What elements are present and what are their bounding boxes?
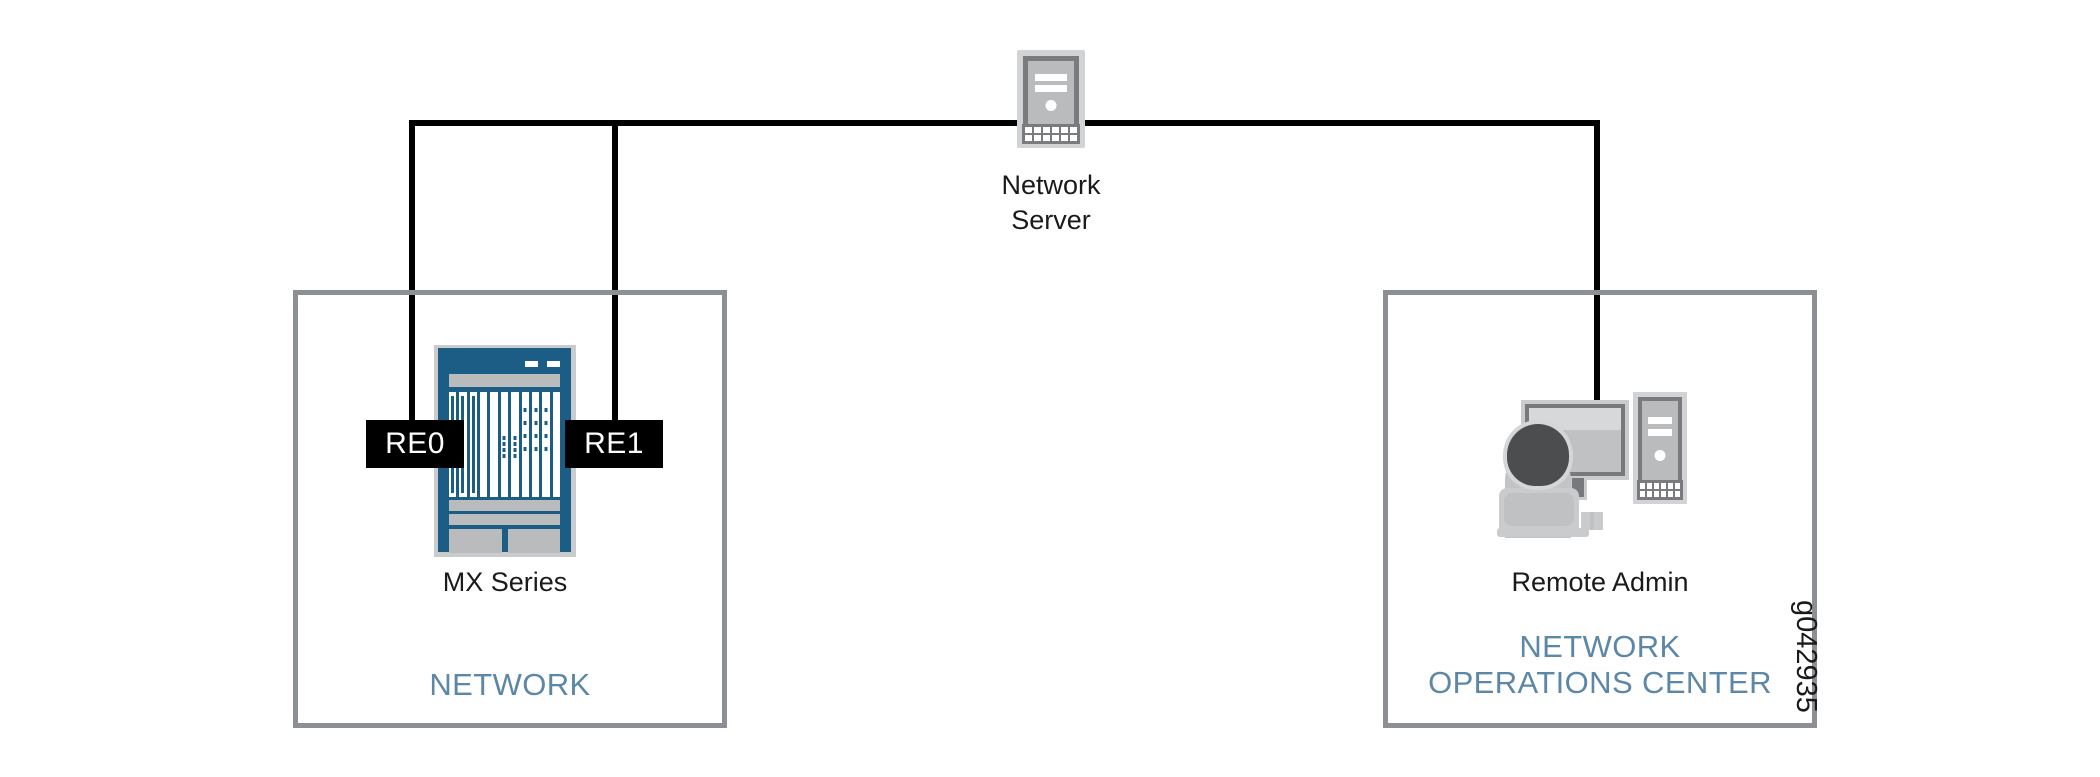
server-vent-grid <box>1022 124 1080 144</box>
tower-vent-grid <box>1637 480 1683 500</box>
workstation-tower-icon <box>1633 392 1687 504</box>
wire-server-to-noc <box>1062 120 1600 126</box>
line-card <box>521 392 529 497</box>
interface-label-re1: RE1 <box>565 420 663 468</box>
group-label-network: NETWORK <box>429 667 591 702</box>
line-card <box>511 392 519 497</box>
figure-id-label: g042935 <box>1790 600 1822 713</box>
group-label-network-operations-center: NETWORK OPERATIONS CENTER <box>1428 629 1772 700</box>
node-caption-remote-admin: Remote Admin <box>1511 567 1689 597</box>
line-card <box>552 392 560 497</box>
server-tower-icon <box>1017 50 1085 148</box>
chassis-mid-tray <box>449 514 560 525</box>
chassis-line-card-slots <box>449 392 560 497</box>
node-caption-network-server: Network Server <box>1001 170 1101 235</box>
keyboard-base <box>1497 528 1589 537</box>
interface-label-re0: RE0 <box>366 420 464 468</box>
power-supply <box>507 529 560 553</box>
group-box-network-operations-center: NETWORK OPERATIONS CENTER <box>1383 290 1817 728</box>
power-supply <box>449 529 502 553</box>
line-card <box>542 392 550 497</box>
chassis-mid-tray <box>449 500 560 511</box>
server-power-indicator <box>1045 100 1057 111</box>
wire-drop-re1 <box>612 120 618 442</box>
chassis-status-led <box>547 361 560 367</box>
person-head-icon <box>1503 420 1573 490</box>
wire-server-to-network <box>409 120 1043 126</box>
tower-drive-slot <box>1648 417 1672 424</box>
tower-drive-slot <box>1648 429 1672 436</box>
server-drive-slot <box>1035 85 1067 92</box>
line-card <box>480 392 488 497</box>
tower-power-indicator <box>1654 450 1666 461</box>
line-card <box>531 392 540 497</box>
remote-admin-workstation-icon <box>1497 392 1687 538</box>
wire-drop-remote-admin <box>1594 120 1600 401</box>
node-caption-mx-series: MX Series <box>442 567 568 597</box>
line-card <box>500 392 509 497</box>
keyboard-icon <box>1499 488 1579 536</box>
chassis-top-fan-tray <box>449 374 560 387</box>
wire-drop-re0 <box>409 120 415 442</box>
keyboard-stand <box>1581 512 1603 530</box>
line-card <box>469 392 478 497</box>
chassis-power-supply-row <box>449 529 560 553</box>
line-card <box>490 392 498 497</box>
group-box-network: NETWORK <box>293 290 727 728</box>
chassis-status-led <box>525 361 538 367</box>
server-drive-slot <box>1035 74 1067 81</box>
